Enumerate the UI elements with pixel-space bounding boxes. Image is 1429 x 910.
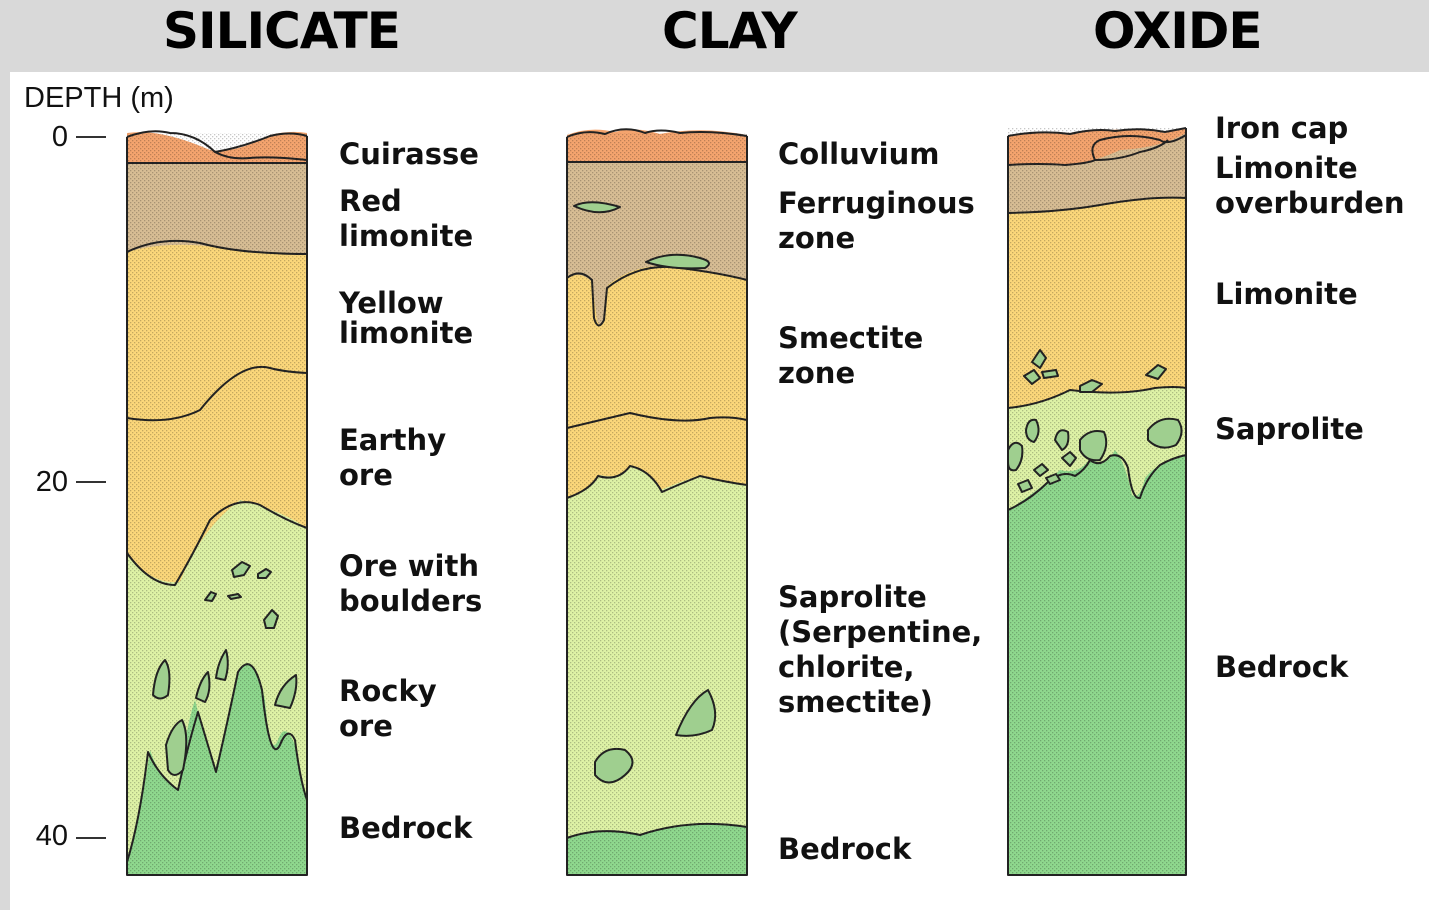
clay-label-smectite-zone: Smectite zone [778, 321, 923, 391]
silicate-label-ore-with-boulders: Ore with boulders [339, 549, 482, 619]
oxide-label-bedrock: Bedrock [1215, 650, 1348, 685]
clay-column [567, 129, 747, 875]
oxide-label-iron-cap: Iron cap [1215, 111, 1348, 146]
silicate-label-red-limonite: Red limonite [339, 184, 473, 254]
silicate-label-rocky-ore: Rocky ore [339, 674, 437, 744]
silicate-label-yellow-limonite: Yellow limonite [339, 288, 473, 348]
oxide-label-saprolite: Saprolite [1215, 412, 1364, 447]
silicate-label-cuirasse: Cuirasse [339, 137, 479, 172]
clay-label-bedrock: Bedrock [778, 832, 911, 867]
silicate-label-bedrock: Bedrock [339, 811, 472, 846]
clay-label-colluvium: Colluvium [778, 137, 939, 172]
oxide-column [1008, 128, 1186, 875]
silicate-column [127, 131, 307, 875]
clay-label-ferruginous-zone: Ferruginous zone [778, 186, 975, 256]
oxide-label-limonite: Limonite [1215, 277, 1358, 312]
clay-label-saprolite: Saprolite (Serpentine, chlorite, smectit… [778, 580, 982, 720]
depth-ticks [76, 137, 106, 838]
silicate-label-earthy-ore: Earthy ore [339, 423, 446, 493]
oxide-label-limonite-overburden: Limonite overburden [1215, 151, 1405, 221]
